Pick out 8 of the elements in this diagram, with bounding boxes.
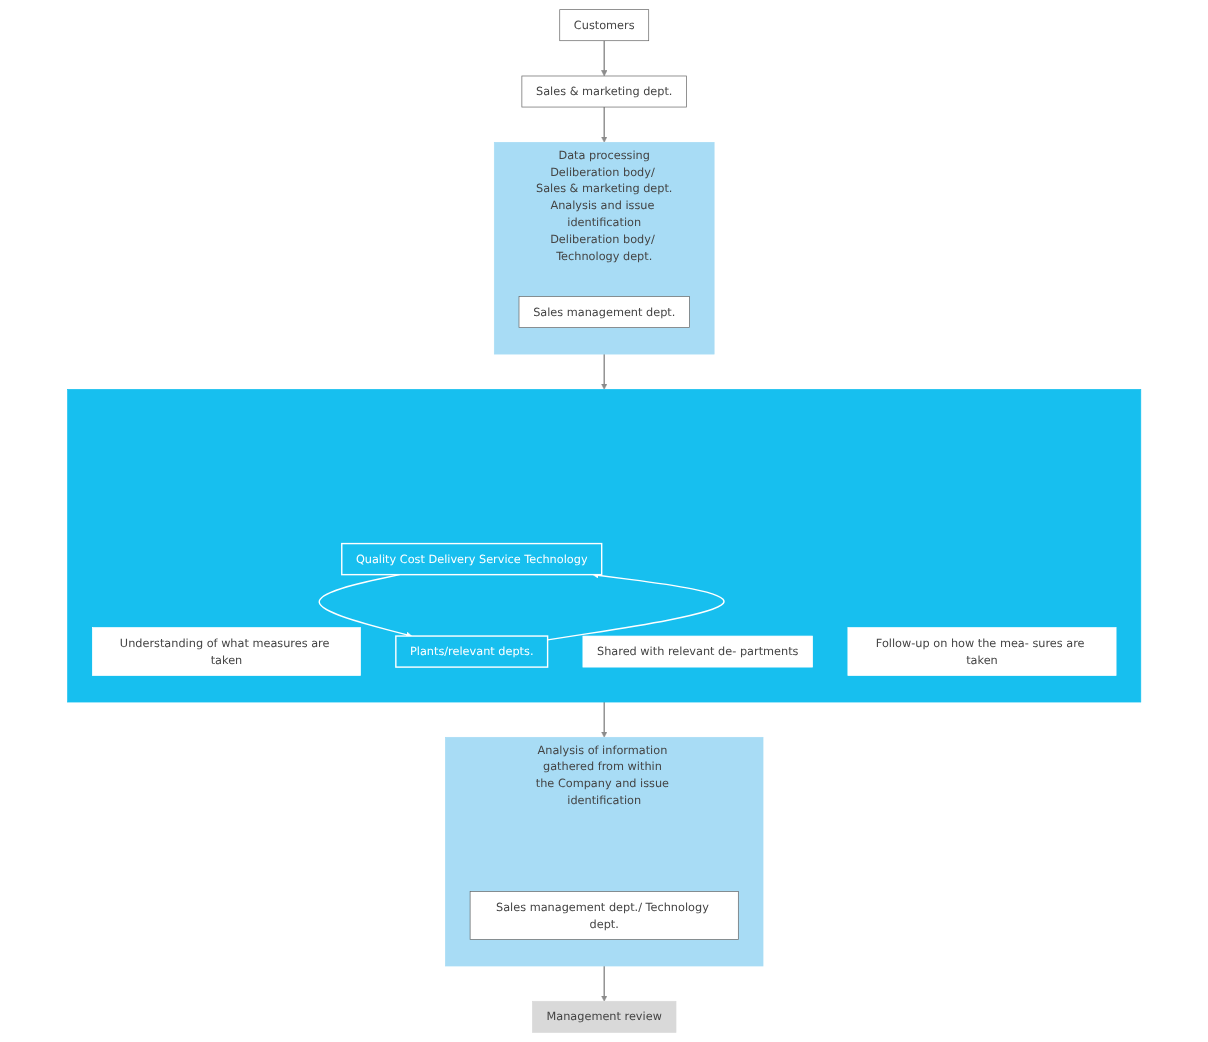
arrow (318, 573, 412, 638)
arrow (600, 701, 608, 738)
arrow (546, 572, 725, 641)
arrow (600, 106, 608, 143)
arrow (600, 40, 608, 77)
arrow (600, 353, 608, 390)
cluster (67, 389, 1141, 703)
arrow (600, 965, 608, 1002)
